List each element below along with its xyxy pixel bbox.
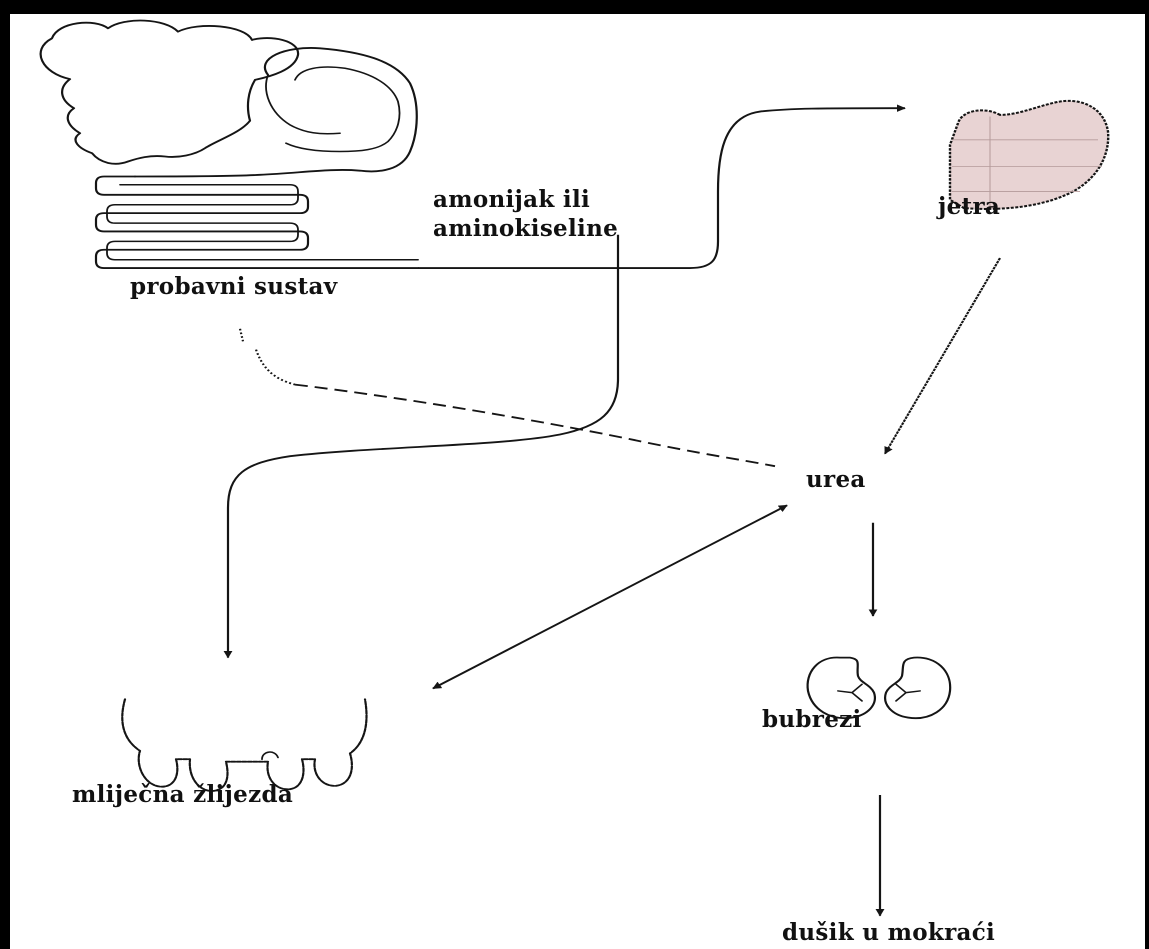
label-urea: urea [806,465,866,494]
label-digestive-system: probavni sustav [130,272,337,301]
urea-recycle-dashed [295,385,775,467]
udder-illustration [122,699,366,791]
label-ammonia: amonijak ili aminokiseline [433,185,618,244]
label-ammonia-line1: amonijak ili [433,185,618,214]
label-mammary-gland: mliječna žlijezda [72,780,293,809]
urea-recycle-dotted [240,329,295,385]
label-ammonia-line2: aminokiseline [433,214,618,243]
label-urine-nitrogen: dušik u mokraći [782,918,995,947]
arrow-urea-mammary [433,505,787,688]
arrow-liver-to-urea [885,258,1000,454]
label-kidneys: bubrezi [762,705,862,734]
label-liver: jetra [938,192,1000,221]
digestive-system-illustration [41,21,418,269]
